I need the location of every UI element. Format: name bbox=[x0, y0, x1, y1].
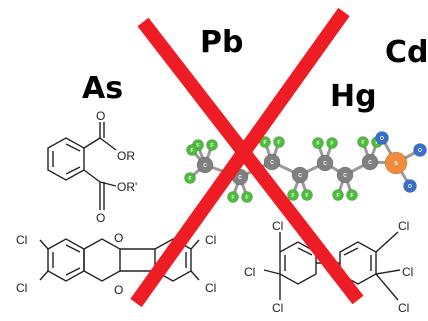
element-mercury-label: Hg bbox=[330, 79, 377, 114]
pfos-carbon-atom bbox=[196, 156, 214, 174]
pfos-fluorine-atom bbox=[186, 144, 198, 156]
pfos-fluorine-atom-label: F bbox=[361, 140, 364, 146]
phthalate-oxygen-top: O bbox=[96, 109, 105, 123]
pfos-fluorine-atom-label: F bbox=[188, 176, 191, 182]
pfos-fluorine-atom-label: F bbox=[336, 193, 339, 199]
pfos-fluorine-atom-label: F bbox=[190, 148, 193, 154]
element-arsenic-label: As bbox=[82, 71, 123, 106]
dioxin-structure bbox=[39, 238, 200, 282]
pfos-fluorine-atom-label: F bbox=[291, 193, 294, 199]
pfos-oxygen-atom-label: O bbox=[418, 148, 422, 154]
pfos-fluorine-atom-label: F bbox=[277, 140, 280, 146]
cross-stroke-a bbox=[137, 17, 364, 305]
pfos-fluorine-atom bbox=[184, 172, 196, 184]
red-x-cross-icon bbox=[130, 7, 364, 308]
dioxin-oxygen-top: O bbox=[114, 231, 123, 245]
pcb-chlorine-left: Cl bbox=[244, 265, 255, 279]
pfos-oxygen-atom-label: O bbox=[380, 136, 384, 142]
pfos-fluorine-atom-label: F bbox=[375, 140, 378, 146]
pfos-carbon-atom-label: C bbox=[368, 160, 372, 166]
pfos-fluorine-atom bbox=[346, 189, 358, 201]
pfos-carbon-atom-label: C bbox=[298, 173, 302, 179]
dioxin-chlorine-top-left: Cl bbox=[16, 233, 27, 247]
element-cadmium-label: Cd bbox=[385, 35, 428, 70]
pfos-oxygen-atom bbox=[403, 179, 417, 193]
pfos-fluorine-atom-label: F bbox=[210, 143, 213, 149]
pfos-carbon-atom-label: C bbox=[270, 160, 274, 166]
pfos-fluorine-atom-label: F bbox=[196, 143, 199, 149]
cross-stroke-b bbox=[130, 7, 350, 308]
pcb-chlorine-top-left: Cl bbox=[272, 219, 283, 233]
phthalate-ester-or: OR bbox=[117, 149, 135, 163]
pfos-fluorine-atom bbox=[241, 191, 253, 203]
dioxin-chlorine-bottom-right: Cl bbox=[205, 281, 216, 295]
phthalate-oxygen-bottom: O bbox=[96, 211, 105, 225]
pfos-sulfur-atom bbox=[384, 151, 408, 175]
pfos-oxygen-atom-label: O bbox=[408, 184, 412, 190]
pfos-carbon-atom-label: C bbox=[343, 173, 347, 179]
pfos-carbon-atom bbox=[316, 154, 334, 172]
pfos-fluorine-atom-label: F bbox=[350, 193, 353, 199]
pfos-sulfur-atom-label: S bbox=[394, 161, 398, 167]
pfos-carbon-atom-label: C bbox=[323, 161, 327, 167]
pcb-chlorine-top-right: Cl bbox=[398, 219, 409, 233]
pfos-carbon-atom-label: C bbox=[238, 175, 242, 181]
pfos-fluorine-atom bbox=[301, 189, 313, 201]
pfos-fluorine-atom bbox=[312, 137, 324, 149]
pfos-fluorine-atom-label: F bbox=[316, 141, 319, 147]
pcb-chlorine-right: Cl bbox=[402, 265, 413, 279]
pfos-fluorine-atom bbox=[357, 136, 369, 148]
pfos-fluorine-atom bbox=[206, 139, 218, 151]
pfos-fluorine-atom-label: F bbox=[330, 141, 333, 147]
dioxin-oxygen-bottom: O bbox=[114, 283, 123, 297]
phthalate-structure bbox=[47, 122, 117, 210]
pfos-fluorine-atom bbox=[273, 136, 285, 148]
pfos-fluorine-atom bbox=[326, 137, 338, 149]
pcb-chlorine-bottom-right: Cl bbox=[398, 301, 409, 315]
element-lead-label: Pb bbox=[200, 25, 243, 60]
pfos-fluorine-atom-label: F bbox=[231, 195, 234, 201]
pcb-chlorine-bottom-left: Cl bbox=[272, 301, 283, 315]
pfos-fluorine-atom-label: F bbox=[305, 193, 308, 199]
dioxin-chlorine-bottom-left: Cl bbox=[16, 281, 27, 295]
pfos-fluorine-atom-label: F bbox=[245, 195, 248, 201]
pfos-carbon-atom-label: C bbox=[203, 163, 207, 169]
pfos-oxygen-atom bbox=[375, 131, 389, 145]
pfos-fluorine-atom bbox=[287, 189, 299, 201]
pfos-fluorine-atom-label: F bbox=[263, 140, 266, 146]
dioxin-chlorine-top-right: Cl bbox=[205, 233, 216, 247]
pfos-fluorine-atom bbox=[227, 191, 239, 203]
pfos-fluorine-atom bbox=[332, 189, 344, 201]
phthalate-ester-or-prime: OR' bbox=[117, 180, 137, 194]
pfos-carbon-atom bbox=[291, 166, 309, 184]
pfos-carbon-atom bbox=[336, 166, 354, 184]
pfos-carbon-atom bbox=[263, 153, 281, 171]
pfos-oxygen-atom bbox=[413, 143, 427, 157]
dioxin-left-inner-ring bbox=[83, 238, 121, 282]
pfos-carbon-atom bbox=[361, 153, 379, 171]
